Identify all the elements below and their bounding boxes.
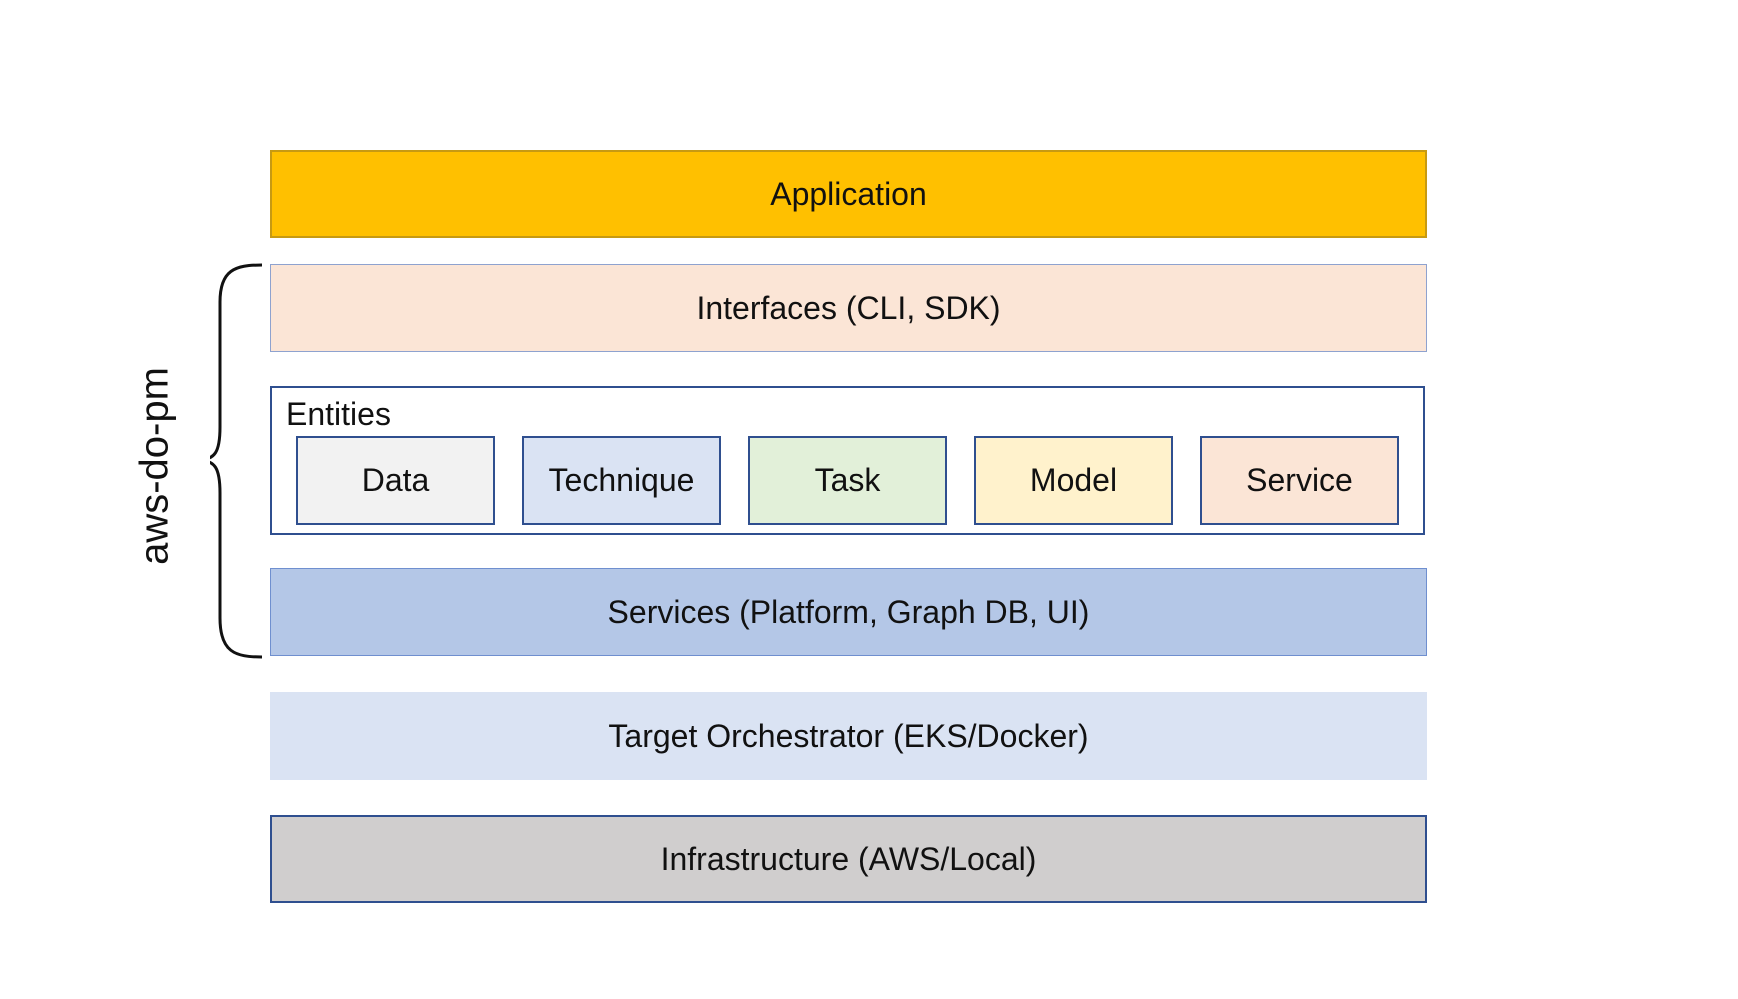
layer-application-label: Application <box>770 175 927 212</box>
layer-infrastructure-label: Infrastructure (AWS/Local) <box>660 840 1037 877</box>
entity-task: Task <box>748 436 947 525</box>
entity-label: Data <box>361 462 430 498</box>
layer-interfaces: Interfaces (CLI, SDK) <box>270 264 1427 352</box>
entity-model: Model <box>974 436 1173 525</box>
layer-services: Services (Platform, Graph DB, UI) <box>270 568 1427 656</box>
layer-infrastructure: Infrastructure (AWS/Local) <box>270 815 1427 903</box>
layer-orchestrator-label: Target Orchestrator (EKS/Docker) <box>608 717 1089 754</box>
entity-data: Data <box>296 436 495 525</box>
layer-orchestrator: Target Orchestrator (EKS/Docker) <box>270 692 1427 780</box>
entity-technique: Technique <box>522 436 721 525</box>
layer-entities: Entities Data Technique Task Model Servi… <box>270 386 1425 535</box>
entity-label: Technique <box>548 462 695 498</box>
layer-interfaces-label: Interfaces (CLI, SDK) <box>696 289 1001 326</box>
entity-service: Service <box>1200 436 1399 525</box>
entities-title: Entities <box>286 396 391 432</box>
layer-application: Application <box>270 150 1427 238</box>
curly-brace <box>210 263 263 659</box>
side-label: aws-do-pm <box>132 367 177 565</box>
entity-label: Service <box>1246 462 1353 498</box>
entity-label: Task <box>814 462 881 498</box>
layer-services-label: Services (Platform, Graph DB, UI) <box>607 593 1090 630</box>
entity-label: Model <box>1029 462 1118 498</box>
